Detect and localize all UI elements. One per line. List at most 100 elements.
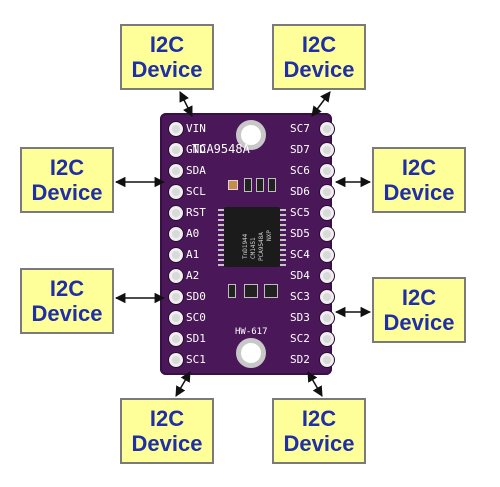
pin-pad <box>320 311 334 325</box>
device-line1: I2C <box>401 155 437 180</box>
pin-label-gnd: GND <box>186 143 206 156</box>
pin-label-sc2: SC2 <box>290 332 310 345</box>
ic-leg <box>218 209 224 211</box>
device-right-upper: I2C Device <box>372 147 466 213</box>
pin-pad <box>169 185 183 199</box>
device-line2: Device <box>31 180 103 205</box>
smd-transistor <box>264 284 278 298</box>
pin-label-sc1: SC1 <box>186 353 206 366</box>
ic-leg <box>280 224 286 226</box>
pin-label-sc4: SC4 <box>290 248 310 261</box>
pin-label-a2: A2 <box>186 269 200 282</box>
device-line1: I2C <box>401 285 437 310</box>
ic-leg <box>280 249 286 251</box>
pin-label-sc3: SC3 <box>290 290 310 303</box>
pin-pad <box>320 206 334 220</box>
ic-leg <box>218 244 224 246</box>
device-line2: Device <box>31 301 103 326</box>
device-line2: Device <box>283 57 355 82</box>
device-left-upper: I2C Device <box>20 147 114 213</box>
pin-pad <box>320 269 334 283</box>
pin-pad <box>320 332 334 346</box>
ic-leg <box>280 239 286 241</box>
pin-pad <box>320 143 334 157</box>
pin-pad <box>320 353 334 367</box>
pin-pad <box>320 227 334 241</box>
mounting-hole-bottom <box>236 338 266 368</box>
ic-leg <box>280 244 286 246</box>
pin-pad <box>169 290 183 304</box>
device-line1: I2C <box>301 406 337 431</box>
pin-label-sd1: SD1 <box>186 332 206 345</box>
pin-label-sd5: SD5 <box>290 227 310 240</box>
pin-label-sda: SDA <box>186 164 206 177</box>
device-line2: Device <box>131 57 203 82</box>
pin-pad <box>320 248 334 262</box>
ic-leg <box>218 234 224 236</box>
pin-label-sd3: SD3 <box>290 311 310 324</box>
pin-pad <box>169 227 183 241</box>
ic-leg <box>280 214 286 216</box>
smd-resistor <box>244 178 252 192</box>
ic-leg <box>218 239 224 241</box>
ic-leg <box>280 219 286 221</box>
device-line1: I2C <box>49 155 85 180</box>
device-line2: Device <box>131 431 203 456</box>
pin-label-sc6: SC6 <box>290 164 310 177</box>
device-line1: I2C <box>149 32 185 57</box>
ic-leg <box>280 259 286 261</box>
pin-pad <box>169 122 183 136</box>
device-line2: Device <box>383 180 455 205</box>
ic-leg <box>280 264 286 266</box>
pca9548a-chip: NXP PCA9548A CM1451 TnD1944 <box>224 207 280 267</box>
ic-leg <box>280 254 286 256</box>
ic-leg <box>218 259 224 261</box>
pin-pad <box>320 164 334 178</box>
arrow-bottom-left <box>175 371 191 397</box>
pin-pad <box>169 143 183 157</box>
pin-pad <box>169 248 183 262</box>
pin-pad <box>169 164 183 178</box>
device-bottom-right: I2C Device <box>272 398 366 464</box>
device-line1: I2C <box>49 276 85 301</box>
chip-name-label: TCA9548A <box>192 142 250 156</box>
device-line2: Device <box>283 431 355 456</box>
pin-label-sc5: SC5 <box>290 206 310 219</box>
device-line1: I2C <box>149 406 185 431</box>
arrow-top-left <box>179 91 193 117</box>
pin-label-sd4: SD4 <box>290 269 310 282</box>
device-top-left: I2C Device <box>120 24 214 90</box>
ic-leg <box>218 249 224 251</box>
pin-label-sc0: SC0 <box>186 311 206 324</box>
pin-label-sd2: SD2 <box>290 353 310 366</box>
ic-leg <box>280 234 286 236</box>
pin-label-scl: SCL <box>186 185 206 198</box>
device-bottom-left: I2C Device <box>120 398 214 464</box>
arrow-top-right <box>311 91 331 117</box>
ic-leg <box>218 264 224 266</box>
pin-label-sd7: SD7 <box>290 143 310 156</box>
device-top-right: I2C Device <box>272 24 366 90</box>
pin-label-a0: A0 <box>186 227 200 240</box>
pin-pad <box>169 332 183 346</box>
ic-leg <box>218 254 224 256</box>
mounting-hole-top <box>236 120 266 150</box>
device-right-lower: I2C Device <box>372 277 466 343</box>
smd-resistor <box>228 284 236 298</box>
pin-label-sd0: SD0 <box>186 290 206 303</box>
ic-leg <box>280 209 286 211</box>
smd-capacitor <box>228 180 238 190</box>
pin-pad <box>169 311 183 325</box>
ic-leg <box>218 214 224 216</box>
ic-leg <box>218 229 224 231</box>
device-line2: Device <box>383 310 455 335</box>
pin-label-vin: VIN <box>186 122 206 135</box>
pin-label-sc7: SC7 <box>290 122 310 135</box>
pin-pad <box>320 122 334 136</box>
pin-label-a1: A1 <box>186 248 200 261</box>
smd-resistor <box>268 178 276 192</box>
smd-resistor <box>256 178 264 192</box>
board-model-label: HW-617 <box>235 327 268 337</box>
